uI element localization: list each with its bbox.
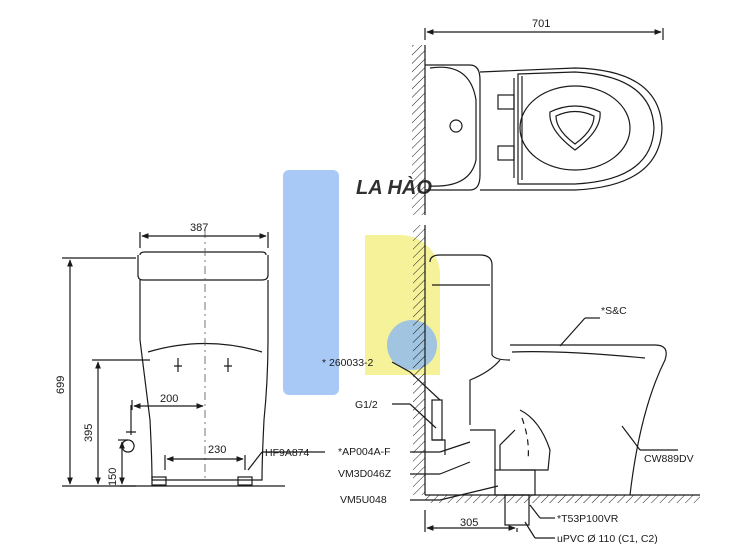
- callout-valve: *AP004A-F: [338, 446, 391, 458]
- callout-drain: *T53P100VR: [557, 513, 619, 525]
- top-view: [412, 28, 664, 215]
- callout-hose: * 260033-2: [322, 357, 374, 369]
- dim-outlet-height: 395: [83, 424, 95, 442]
- callout-seat: *S&C: [601, 305, 627, 317]
- dim-front-width: 387: [190, 222, 208, 234]
- callout-seal: VM5U048: [340, 494, 387, 506]
- side-view: [391, 225, 700, 539]
- dim-total-height: 699: [55, 376, 67, 394]
- dim-bolt-height: 150: [107, 468, 119, 486]
- callout-flange: VM3D046Z: [338, 468, 392, 480]
- front-view: [62, 230, 325, 487]
- dim-bolt-spacing: 230: [208, 444, 226, 456]
- dim-inlet-offset: 200: [160, 393, 178, 405]
- callout-pipe: uPVC Ø 110 (C1, C2): [557, 533, 658, 545]
- callout-accessory: HF9A874: [265, 447, 310, 459]
- dim-rough-in: 305: [460, 517, 478, 529]
- dim-top-width: 701: [532, 18, 550, 30]
- callout-bowl: CW889DV: [644, 453, 694, 465]
- callout-thread: G1/2: [355, 399, 378, 411]
